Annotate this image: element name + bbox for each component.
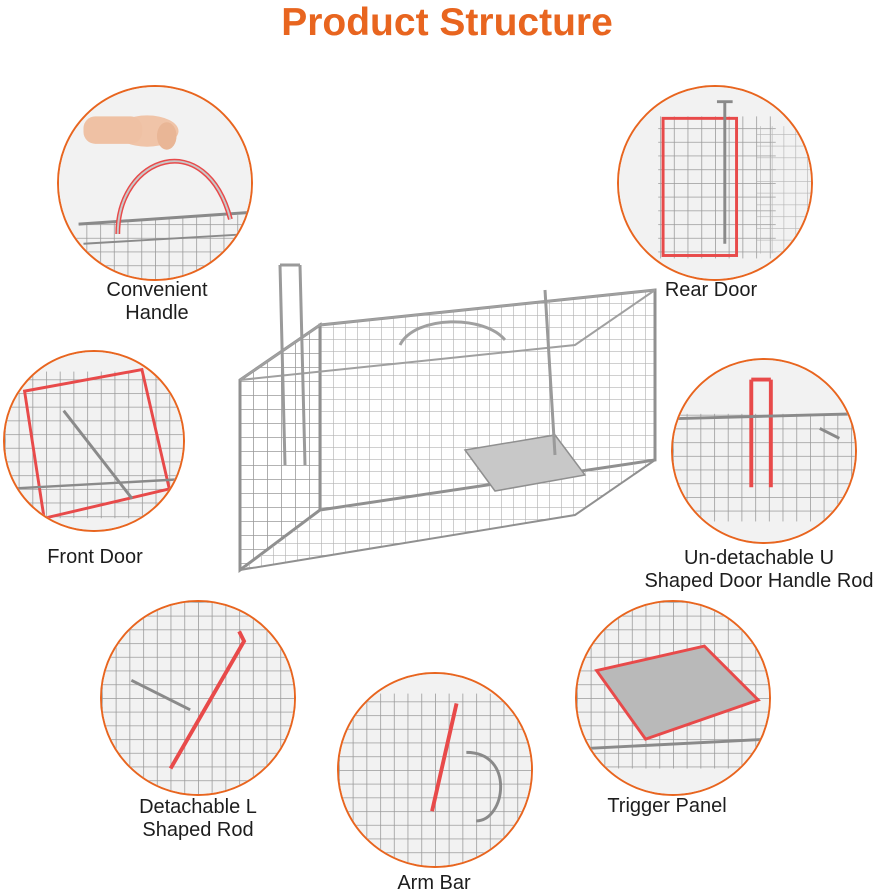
- rear-door-label: Rear Door: [664, 279, 758, 301]
- front-door-detail-circle: [3, 350, 185, 532]
- arm-bar-label: Arm Bar: [397, 872, 471, 894]
- handle-detail-circle: [57, 85, 253, 281]
- rear-door-detail-circle: [617, 85, 813, 281]
- trigger-panel-label: Trigger Panel: [607, 795, 727, 817]
- page-title: Product Structure: [281, 1, 613, 44]
- main-trap-image: [225, 255, 675, 600]
- trigger-panel-detail-image: [577, 602, 769, 794]
- u-rod-label: Un-detachable U Shaped Door Handle Rod: [644, 547, 874, 592]
- handle-label: Convenient Handle: [106, 279, 208, 324]
- l-rod-label: Detachable L Shaped Rod: [139, 796, 257, 841]
- arm-bar-detail-image: [339, 674, 531, 866]
- arm-bar-detail-circle: [337, 672, 533, 868]
- l-rod-detail-image: [102, 602, 294, 794]
- front-door-detail-image: [5, 352, 183, 530]
- l-rod-detail-circle: [100, 600, 296, 796]
- trigger-panel-detail-circle: [575, 600, 771, 796]
- rear-door-detail-image: [619, 87, 811, 279]
- u-rod-detail-circle: [671, 358, 857, 544]
- u-rod-detail-image: [673, 360, 855, 542]
- handle-detail-image: [59, 87, 251, 279]
- trap-cage-illustration: [238, 263, 657, 573]
- front-door-label: Front Door: [47, 546, 143, 568]
